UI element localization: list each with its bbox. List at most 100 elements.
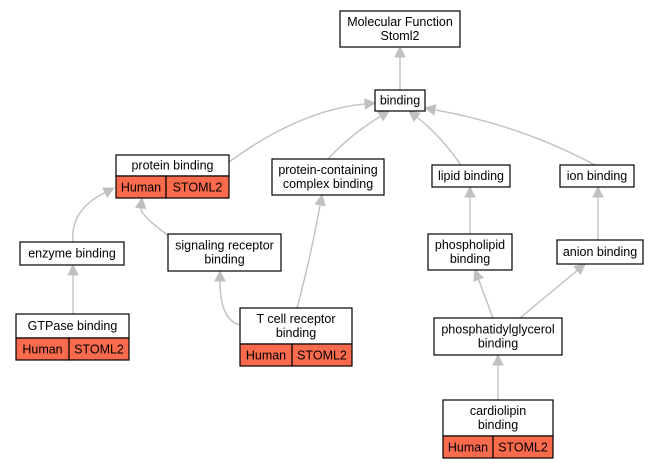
edge-tcr_binding-to-protein_complex_binding [296, 193, 326, 309]
arrowhead-icon [135, 196, 147, 210]
node-box [427, 233, 513, 271]
node-anion-binding[interactable]: anion binding [556, 239, 644, 265]
node-box [431, 164, 511, 188]
node-label: binding [450, 252, 490, 266]
arrowhead-icon [314, 193, 326, 207]
node-box [556, 239, 644, 265]
node-label: Molecular Function [347, 15, 453, 29]
edge-signaling_receptor_binding-to-protein_binding [135, 196, 171, 238]
node-label: binding [204, 253, 244, 267]
edge-phosphatidylglycerol_binding-to-anion_binding [519, 263, 586, 319]
node-label: ion binding [567, 169, 628, 183]
species-tag-label: Human [22, 343, 62, 357]
edge-lipid_binding-to-binding [408, 110, 462, 166]
edge-line [477, 279, 494, 319]
node-label: Stoml2 [381, 29, 420, 43]
gene-tag-label: STOML2 [297, 349, 347, 363]
gene-tag-box [165, 175, 230, 199]
edge-layer [67, 45, 604, 400]
edge-enzyme_binding-to-protein_binding [72, 187, 115, 243]
species-tag-label: Human [246, 349, 286, 363]
arrowhead-icon [408, 110, 421, 123]
node-box [15, 313, 130, 339]
node-label: anion binding [563, 245, 637, 259]
node-label: binding [380, 94, 420, 108]
species-tag-label: Human [448, 441, 488, 455]
node-box [19, 241, 125, 266]
node-box [442, 399, 554, 437]
edge-line [219, 280, 241, 326]
edge-binding-to-mf_root [394, 45, 406, 90]
edge-tcr_binding-to-signaling_receptor_binding [214, 269, 241, 326]
node-label: phosphatidylglycerol [441, 323, 554, 337]
arrowhead-icon [214, 269, 226, 282]
node-box [339, 10, 461, 48]
arrowhead-icon [473, 268, 485, 282]
arrowhead-icon [377, 110, 390, 122]
edge-protein_binding-to-binding [228, 98, 377, 163]
node-label: binding [276, 326, 316, 340]
edge-line [296, 204, 321, 309]
node-box [559, 164, 635, 188]
edge-line [228, 103, 366, 163]
node-label: binding [478, 337, 518, 351]
edge-phospholipid_binding-to-lipid_binding [464, 185, 476, 234]
arrowhead-icon [492, 353, 504, 366]
node-box [167, 233, 282, 272]
node-lipid-binding[interactable]: lipid binding [431, 164, 511, 188]
node-label: protein binding [131, 159, 213, 173]
node-label: binding [478, 418, 518, 432]
node-box [271, 158, 385, 196]
edge-line [140, 207, 171, 238]
node-label: protein-containing [278, 163, 377, 177]
gene-tag-label: STOML2 [498, 441, 548, 455]
edge-gtpase_binding-to-enzyme_binding [67, 263, 79, 314]
gene-tag-label: STOML2 [173, 181, 223, 195]
edge-line [519, 269, 578, 319]
node-label: complex binding [283, 177, 373, 191]
node-label: T cell receptor [257, 312, 336, 326]
arrowhead-icon [67, 263, 79, 276]
edge-line [434, 109, 596, 166]
node-ion-binding[interactable]: ion binding [559, 164, 635, 188]
arrowhead-icon [464, 185, 476, 198]
node-label: phospholipid [435, 238, 505, 252]
node-label: signaling receptor [175, 239, 274, 253]
edge-anion_binding-to-ion_binding [592, 185, 604, 240]
node-label: GTPase binding [28, 319, 118, 333]
arrowhead-icon [423, 104, 437, 116]
edge-line [72, 191, 106, 243]
species-tag-label: Human [121, 181, 161, 195]
arrowhead-icon [364, 98, 377, 110]
node-label: enzyme binding [28, 247, 116, 261]
node-box [374, 89, 426, 112]
gene-tag-box [68, 337, 130, 361]
arrowhead-icon [394, 45, 406, 58]
gene-tag-label: STOML2 [74, 343, 124, 357]
edge-cardiolipin_binding-to-phosphatidylglycerol_binding [492, 353, 504, 400]
gene-tag-box [492, 435, 554, 459]
edge-line [416, 116, 462, 166]
edge-phosphatidylglycerol_binding-to-phospholipid_binding [473, 268, 494, 319]
gene-tag-box [291, 343, 353, 367]
arrowhead-icon [573, 263, 586, 276]
node-label: lipid binding [438, 169, 504, 183]
edge-line [327, 115, 381, 160]
node-label: cardiolipin [470, 404, 526, 418]
node-binding[interactable]: binding [374, 89, 426, 112]
node-enzyme-binding[interactable]: enzyme binding [19, 241, 125, 266]
edge-ion_binding-to-binding [423, 104, 596, 166]
arrowhead-icon [102, 187, 115, 198]
arrowhead-icon [592, 185, 604, 198]
